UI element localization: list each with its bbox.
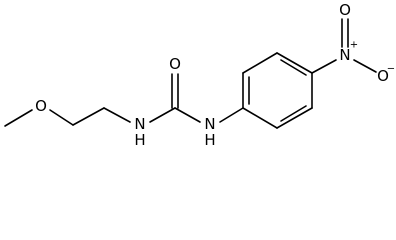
carbonyl-oxygen-label: O: [169, 55, 181, 73]
amide-nitrogen-left-label: N: [134, 115, 145, 133]
bond-o-ch2: [49, 109, 74, 126]
bond-ring-nitro: [311, 59, 337, 74]
amide-hydrogen-right-label: H: [204, 131, 215, 148]
ring-bond-2: [242, 52, 278, 74]
bond-methyl-o: [4, 109, 33, 127]
amide-nitrogen-right-label: N: [204, 115, 215, 133]
ring-bond-3: [276, 52, 313, 74]
bond-carbonyl-nh: [174, 107, 201, 123]
nitro-nitrogen-charge: +: [350, 40, 358, 51]
chemical-structure: O N H O N H N + O O −: [4, 1, 395, 148]
nitro-nitrogen-label: N: [339, 46, 350, 64]
bond-nh-carbonyl: [149, 107, 176, 123]
bond-ch2-ch2: [72, 107, 105, 126]
methoxy-oxygen-label: O: [35, 97, 47, 115]
nitro-oxygen-charge: −: [387, 64, 395, 75]
nitro-oxygen-right-label: O: [377, 67, 389, 85]
ring-bond-6: [242, 107, 278, 129]
ring-inner-bond-c: [280, 105, 307, 122]
bond-ch2-nh: [103, 107, 131, 123]
ring-inner-bond-b: [280, 59, 307, 76]
amide-hydrogen-left-label: H: [134, 131, 145, 148]
bond-nitro-o-right: [353, 59, 377, 73]
bond-nh-ring: [219, 107, 244, 123]
ring-bond-5: [276, 107, 313, 129]
nitro-oxygen-top-label: O: [339, 1, 351, 19]
